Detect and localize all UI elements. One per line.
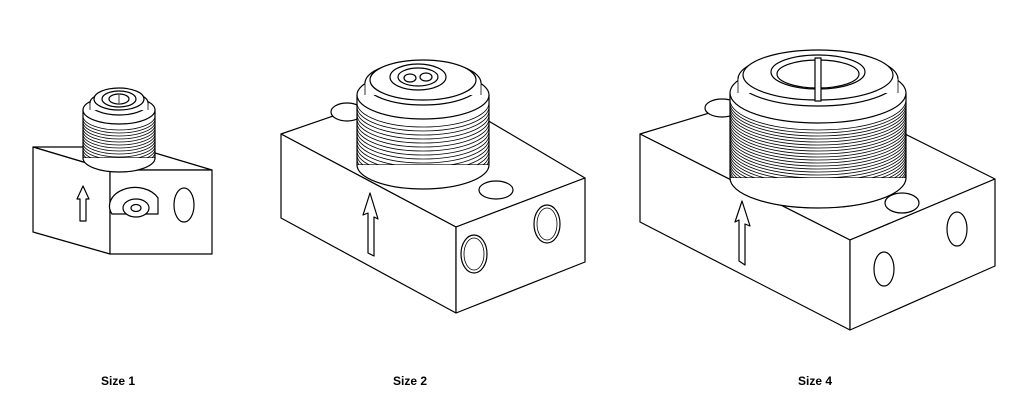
caption-size-1: Size 1	[100, 374, 136, 388]
side-port	[533, 204, 561, 244]
valve-size-2	[280, 59, 586, 314]
side-port	[873, 251, 895, 287]
threads	[82, 115, 156, 173]
threads	[729, 99, 907, 209]
top-port	[478, 180, 514, 200]
side-port	[460, 234, 488, 274]
valve-size-4	[639, 49, 996, 331]
top-port	[884, 192, 920, 214]
threads	[356, 102, 490, 190]
side-port	[946, 211, 968, 247]
caption-size-2: Size 2	[392, 374, 428, 388]
up-arrow-icon	[362, 192, 379, 257]
valve-size-1	[32, 87, 213, 255]
side-port	[173, 187, 195, 223]
up-arrow-icon	[734, 200, 751, 266]
up-arrow-icon	[76, 185, 90, 222]
caption-size-4: Size 4	[797, 374, 833, 388]
